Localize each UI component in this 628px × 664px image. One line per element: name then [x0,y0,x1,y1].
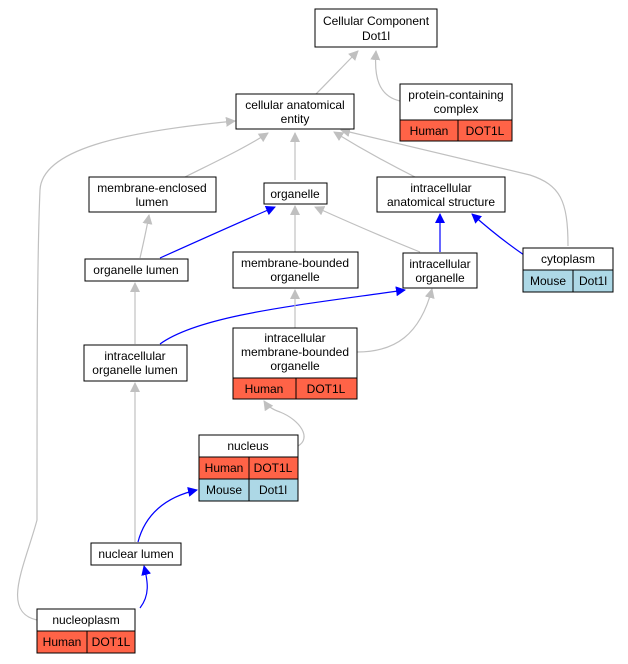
edge-cytoplasm-to-entity [340,127,569,247]
gene-badge-human: DOT1L [466,124,505,138]
species-badge-mouse: Mouse [530,274,566,288]
node-label-line: organelle [270,359,320,373]
node-nucleus[interactable]: nucleus Human DOT1L Mouse Dot1l [198,434,299,502]
edge-cytoplasm-to-intracellular-structure [471,213,525,256]
node-label-line: organelle [270,187,320,201]
node-label-line: membrane-enclosed [97,181,206,195]
node-membrane-bounded-organelle[interactable]: membrane-bounded organelle [232,251,359,289]
edge-intracellular-organelle-to-organelle [314,206,421,253]
edge-protein-complex-to-root [370,50,401,102]
gene-badge-human: DOT1L [307,382,346,396]
edge-imbo-to-intracellular-organelle [356,288,435,353]
node-label-line: organelle lumen [93,263,178,277]
node-label-line: intracellular [410,181,471,195]
edge-entity-to-root [315,50,359,95]
edges [17,50,569,621]
node-intracellular-membrane-bounded-organelle[interactable]: intracellular membrane-bounded organelle… [232,327,358,400]
edge-nucleoplasm-to-nuclear-lumen [139,565,152,609]
nodes: Cellular Component Dot1l protein-contain… [36,8,614,654]
node-intracellular-anatomical-structure[interactable]: intracellular anatomical structure [376,176,506,213]
node-nucleoplasm[interactable]: nucleoplasm Human DOT1L [36,608,136,654]
gene-badge-human: DOT1L [254,461,293,475]
node-label-line: membrane-bounded [241,345,349,359]
node-intracellular-organelle-lumen[interactable]: intracellular organelle lumen [83,344,188,382]
node-label-line: organelle [415,271,465,285]
edge-intracellular-organelle-lumen-to-intracellular-organelle [159,286,406,345]
node-protein-containing-complex[interactable]: protein-containing complex Human DOT1L [399,83,513,142]
edge-nucleoplasm-to-entity [17,116,236,621]
node-label-line: nucleoplasm [52,613,119,627]
edge-organelle-lumen-to-membrane-enclosed-lumen [139,214,153,259]
node-cellular-anatomical-entity[interactable]: cellular anatomical entity [235,93,355,130]
edge-membrane-enclosed-lumen-to-entity [184,132,269,178]
gene-badge-mouse: Dot1l [579,274,607,288]
node-intracellular-organelle[interactable]: intracellular organelle [402,252,478,289]
node-label-line: cellular anatomical [245,98,344,112]
edge-nucleus-to-imbo [263,400,305,447]
node-cytoplasm[interactable]: cytoplasm Mouse Dot1l [522,247,614,293]
node-label-line: nucleus [227,439,268,453]
node-label-line: organelle [270,270,320,284]
species-badge-human: Human [43,635,82,649]
node-label-line: anatomical structure [387,195,495,209]
node-organelle-lumen[interactable]: organelle lumen [84,258,189,282]
node-nuclear-lumen[interactable]: nuclear lumen [90,542,182,566]
species-badge-mouse: Mouse [206,483,242,497]
node-label-line: organelle lumen [92,363,177,377]
node-label-line: cytoplasm [541,252,595,266]
node-organelle[interactable]: organelle [263,182,328,205]
node-label-line: membrane-bounded [241,256,349,270]
node-label-line: complex [434,102,479,116]
gene-badge-mouse: Dot1l [259,483,287,497]
node-cellular-component-root[interactable]: Cellular Component Dot1l [314,8,438,48]
edge-organelle-lumen-to-organelle [159,205,276,259]
node-label-line: intracellular [264,331,325,345]
node-label-line: lumen [136,195,169,209]
node-label-line: Dot1l [362,29,390,43]
node-label-line: nuclear lumen [98,547,173,561]
gene-badge-human: DOT1L [92,635,131,649]
node-label-line: intracellular [104,349,165,363]
species-badge-human: Human [410,124,449,138]
node-membrane-enclosed-lumen[interactable]: membrane-enclosed lumen [88,176,217,213]
node-label-line: protein-containing [408,88,503,102]
species-badge-human: Human [205,461,244,475]
edge-nuclear-lumen-to-nucleus [137,487,198,543]
node-label-line: Cellular Component [323,14,430,28]
node-label-line: intracellular [409,257,470,271]
species-badge-human: Human [245,382,284,396]
node-label-line: entity [281,112,310,126]
